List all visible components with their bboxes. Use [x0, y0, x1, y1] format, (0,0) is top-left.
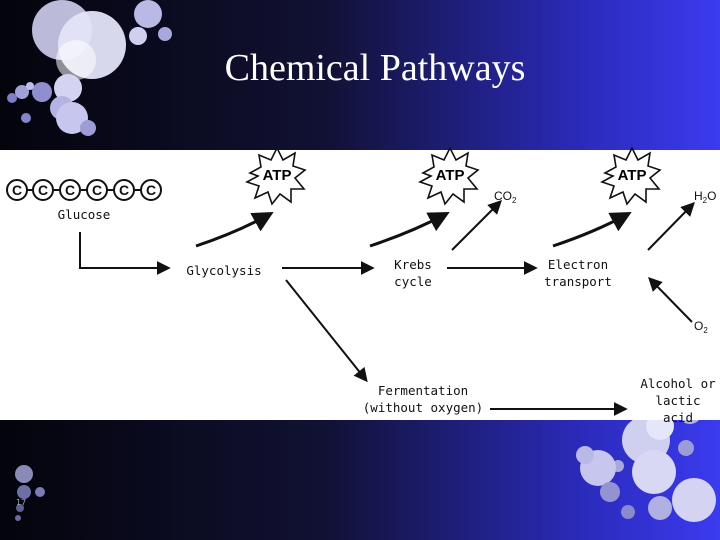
atp-curve-arrow: [552, 211, 632, 248]
fermentation-line-2: (without oxygen): [362, 400, 484, 415]
fermentation-label: Fermentation (without oxygen): [362, 382, 484, 416]
co2-subscript: 2: [512, 196, 517, 205]
atp-curve-arrow: [369, 212, 450, 248]
h2o-subscript: 2: [703, 196, 708, 205]
products-line-1: Alcohol or: [640, 376, 716, 391]
bubble: [129, 27, 147, 45]
glycolysis-to-fermentation-arrow: [285, 279, 368, 383]
carbon-atom: C: [59, 179, 81, 201]
h2o-label: H2O: [694, 189, 716, 205]
carbon-atom: C: [32, 179, 54, 201]
h2o-text-end: O: [707, 189, 716, 203]
bubble: [56, 102, 88, 134]
krebs-cycle-label: Krebs cycle: [376, 256, 450, 290]
carbon-atom: C: [86, 179, 108, 201]
atp-burst: ATP: [245, 146, 307, 206]
bubble: [632, 450, 676, 494]
atp-label: ATP: [436, 167, 465, 184]
bubble: [600, 482, 620, 502]
krebs-line-1: Krebs: [394, 257, 432, 272]
bubble: [80, 120, 96, 136]
carbon-atom: C: [6, 179, 28, 201]
h2o-arrow: [647, 201, 695, 251]
bubble: [15, 465, 33, 483]
fermentation-line-1: Fermentation: [377, 383, 469, 398]
bubble: [54, 74, 82, 102]
co2-text: CO: [494, 189, 512, 203]
h2o-text: H: [694, 189, 703, 203]
carbon-atom: C: [140, 179, 162, 201]
atp-burst: ATP: [600, 146, 662, 206]
bubble: [32, 82, 52, 102]
bubble: [15, 515, 21, 521]
atp-label: ATP: [263, 167, 292, 184]
o2-subscript: 2: [703, 326, 708, 335]
bubble: [35, 487, 45, 497]
glucose-label: Glucose: [57, 207, 111, 222]
atp-burst: ATP: [418, 146, 480, 206]
krebs-line-2: cycle: [394, 274, 432, 289]
products-line-2: lactic acid: [655, 393, 701, 425]
atp-label: ATP: [618, 167, 647, 184]
bubble: [678, 440, 694, 456]
alcohol-lactic-acid-label: Alcohol or lactic acid: [638, 375, 718, 426]
electron-line-1: Electron: [547, 257, 609, 272]
bubble: [16, 504, 24, 512]
bubble: [7, 93, 17, 103]
bubble: [672, 478, 716, 522]
slide-number: 17: [16, 498, 27, 507]
bubble: [134, 0, 162, 28]
bubble: [158, 27, 172, 41]
bubble: [21, 113, 31, 123]
bubble: [17, 485, 31, 499]
bubble: [26, 82, 34, 90]
glycolysis-label: Glycolysis: [186, 263, 262, 278]
atp-curve-arrow: [195, 211, 274, 248]
slide-title: Chemical Pathways: [224, 47, 526, 89]
o2-arrow: [648, 276, 693, 323]
bubble: [576, 446, 594, 464]
glucose-to-glycolysis-arrow: [79, 232, 171, 275]
o2-label: O2: [694, 319, 708, 335]
electron-transport-label: Electron transport: [538, 256, 618, 290]
co2-arrow: [451, 200, 502, 251]
o2-text: O: [694, 319, 703, 333]
bubble: [648, 496, 672, 520]
bubble: [56, 40, 96, 80]
electron-line-2: transport: [544, 274, 612, 289]
carbon-atom: C: [113, 179, 135, 201]
bubble: [15, 85, 29, 99]
co2-label: CO2: [494, 189, 517, 205]
bubble: [621, 505, 635, 519]
